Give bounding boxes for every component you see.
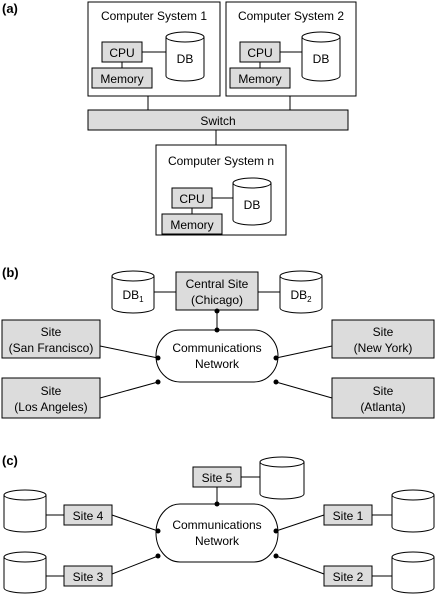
site3-network-link [111,555,159,575]
db-label-2: DB [313,52,330,66]
db-label-1: DB [177,52,194,66]
la-network-link [99,381,159,399]
site3-box [63,565,113,587]
network-c-dot-site1 [273,528,279,534]
cpu-label-1: CPU [109,46,134,60]
panel-b-label: (b) [2,265,19,280]
computer-system-2: Computer System 2 CPU Memory DB [225,1,357,97]
panel-c-label: (c) [2,453,18,468]
network-c-dot-site3 [155,553,161,559]
site1-db-cylinder [391,489,435,533]
central-site-box [175,271,259,311]
site-sf-label-2: (San Francisco) [9,341,94,355]
db2-cylinder [279,270,323,314]
site-atlanta [331,377,435,419]
ny-network-link [275,345,333,359]
site-la-label-1: Site [41,384,62,398]
site-ny-label-2: (New York) [354,341,413,355]
site3-db-cylinder [3,551,47,594]
site5-label: Site 5 [202,471,233,485]
memory-label-1: Memory [100,72,143,86]
site4-label: Site 4 [73,509,104,523]
network-shape-c [155,503,279,563]
db2-label: DB2 [290,288,312,304]
central-site-city: (Chicago) [191,293,243,307]
site3-label: Site 3 [73,570,104,584]
network-label-c-1: Communications [172,518,261,532]
network-c-dot-top [214,501,220,507]
site2-label: Site 2 [333,570,364,584]
site5-db-cylinder [259,456,305,500]
memory-label-2: Memory [238,72,281,86]
computer-system-n-title: Computer System n [168,154,274,168]
panel-a-label: (a) [2,1,18,16]
db1-label: DB1 [122,288,144,304]
computer-system-1: Computer System 1 CPU Memory DB [87,1,221,97]
atl-network-link [275,381,333,399]
db-label-n: DB [244,198,261,212]
network-label-b-1: Communications [172,341,261,355]
panel-b: (b) DB1 Central Site (Chicago) DB2 Commu… [1,265,435,419]
db-cylinder-1 [165,31,205,82]
switch-label: Switch [200,114,235,128]
db-cylinder-n [232,177,272,226]
site-sf-label-1: Site [41,325,62,339]
network-shape-b [155,329,279,383]
site-la-label-2: (Los Angeles) [14,400,87,414]
site2-network-link [275,555,325,575]
network-dot-atl [273,379,279,385]
network-dot-ny [273,355,279,361]
network-dot-top [214,327,220,333]
computer-system-n: Computer System n CPU Memory DB [155,144,287,236]
network-label-c-2: Network [195,534,240,548]
db-cylinder-2 [301,31,341,82]
panel-c: (c) Site 5 Communications Network Site 4 [2,453,435,594]
site-atl-label-2: (Atlanta) [360,400,405,414]
cpu-label-n: CPU [179,192,204,206]
computer-system-2-title: Computer System 2 [238,9,344,23]
sf-network-link [99,345,159,359]
network-c-dot-site4 [155,528,161,534]
computer-system-1-title: Computer System 1 [101,9,207,23]
memory-label-n: Memory [170,218,213,232]
switch-bar [87,109,349,131]
site1-network-link [275,514,325,532]
site-ny-label-1: Site [373,325,394,339]
site1-label: Site 1 [333,509,364,523]
central-dot-top [214,308,220,314]
network-dot-la [155,379,161,385]
site-new-york [331,319,435,359]
network-label-b-2: Network [195,357,240,371]
cpu-label-2: CPU [247,46,272,60]
network-dot-sf [155,355,161,361]
site-atl-label-1: Site [373,384,394,398]
db1-cylinder [111,270,155,314]
site2-db-cylinder [391,551,435,594]
network-c-dot-site2 [273,553,279,559]
site4-db-cylinder [3,489,47,533]
panel-a: (a) Computer System 1 CPU Memory DB Comp… [2,1,357,236]
site-san-francisco [1,319,101,359]
site4-network-link [111,514,159,532]
central-site-title: Central Site [186,277,249,291]
